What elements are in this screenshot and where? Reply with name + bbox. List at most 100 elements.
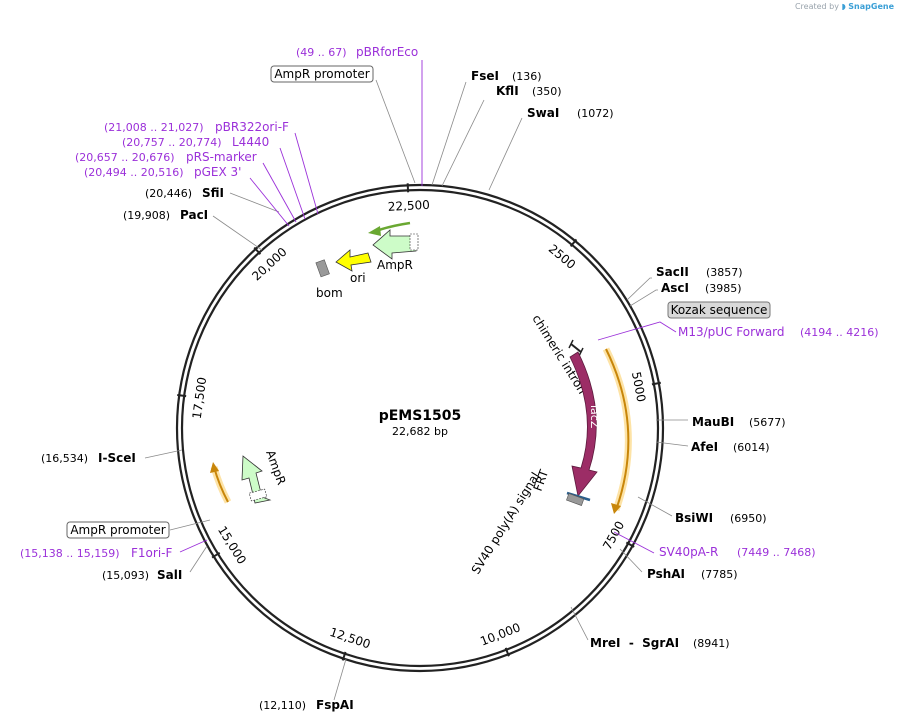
svg-text:M13/pUC Forward: M13/pUC Forward bbox=[678, 325, 785, 339]
tick-label: 10,000 bbox=[478, 620, 522, 648]
svg-text:(7449 .. 7468): (7449 .. 7468) bbox=[737, 546, 816, 559]
svg-text:(1072): (1072) bbox=[577, 107, 614, 120]
tick-mark bbox=[177, 393, 187, 398]
svg-text:pRS-marker: pRS-marker bbox=[186, 150, 257, 164]
svg-text:AfeI: AfeI bbox=[691, 440, 718, 454]
primer-label-prs-marker: (20,657 .. 20,676) pRS-marker bbox=[75, 150, 257, 164]
primer-label-f1ori-f: (15,138 .. 15,159) F1ori-F bbox=[20, 546, 172, 560]
feature-label-bom: bom bbox=[316, 286, 343, 300]
enzyme-label-fsei: FseI (136) bbox=[471, 69, 542, 83]
boxed-label-ampr-promoter-top: AmpR promoter bbox=[270, 65, 374, 83]
enzyme-label-mrei-sgrai: MreI - SgrAI (8941) bbox=[590, 636, 730, 650]
enzyme-label-sali: (15,093) SalI bbox=[102, 568, 182, 582]
svg-text:(16,534): (16,534) bbox=[41, 452, 88, 465]
svg-text:pGEX 3': pGEX 3' bbox=[194, 165, 241, 179]
tick-mark bbox=[211, 551, 221, 559]
svg-text:FspAI: FspAI bbox=[316, 698, 354, 712]
svg-text:(21,008 .. 21,027): (21,008 .. 21,027) bbox=[104, 121, 204, 134]
svg-text:(20,494 .. 20,516): (20,494 .. 20,516) bbox=[84, 166, 184, 179]
tick-label: 22,500 bbox=[387, 198, 430, 214]
svg-text:PshAI: PshAI bbox=[647, 567, 685, 581]
feature-label-sv40: SV40 poly(A) signal bbox=[469, 470, 543, 577]
tick-mark bbox=[504, 647, 510, 657]
boxed-label-kozak: Kozak sequence bbox=[667, 301, 771, 319]
plasmid-name: pEMS1505 bbox=[379, 408, 462, 424]
tick-mark bbox=[253, 246, 262, 255]
svg-text:(15,138 .. 15,159): (15,138 .. 15,159) bbox=[20, 547, 120, 560]
svg-text:SacII: SacII bbox=[656, 265, 689, 279]
svg-text:(5677): (5677) bbox=[749, 416, 786, 429]
enzyme-label-kfli: KflI (350) bbox=[496, 84, 562, 98]
svg-text:KflI: KflI bbox=[496, 84, 519, 98]
tick-mark bbox=[341, 651, 347, 661]
ori-arrow bbox=[335, 249, 372, 272]
bom-marker bbox=[315, 259, 330, 278]
svg-text:(4194 .. 4216): (4194 .. 4216) bbox=[800, 326, 879, 339]
feature-label-ampr-left: AmpR bbox=[263, 448, 288, 486]
tick-label: 7500 bbox=[600, 519, 627, 553]
svg-text:AscI: AscI bbox=[661, 281, 689, 295]
feature-label-lacz: lacZ bbox=[588, 405, 601, 429]
svg-text:Kozak sequence: Kozak sequence bbox=[671, 303, 768, 317]
snapgene-branding: Created by ◗ SnapGene bbox=[795, 2, 894, 11]
enzyme-label-afei: AfeI (6014) bbox=[691, 440, 770, 454]
primer-label-m13-puc-forward: M13/pUC Forward (4194 .. 4216) bbox=[678, 325, 879, 339]
ampr-left-arrow bbox=[241, 455, 272, 504]
tick-label: 15,000 bbox=[215, 524, 249, 567]
svg-text:AmpR promoter: AmpR promoter bbox=[70, 523, 165, 537]
svg-text:SfiI: SfiI bbox=[202, 186, 224, 200]
svg-text:PacI: PacI bbox=[180, 208, 208, 222]
orf-left bbox=[210, 462, 232, 504]
svg-text:(3985): (3985) bbox=[705, 282, 742, 295]
boxed-label-ampr-promoter-left: AmpR promoter bbox=[66, 521, 170, 539]
svg-text:SwaI: SwaI bbox=[527, 106, 559, 120]
svg-text:(20,446): (20,446) bbox=[145, 187, 192, 200]
svg-text:(6950): (6950) bbox=[730, 512, 767, 525]
svg-text:MauBI: MauBI bbox=[692, 415, 734, 429]
svg-text:(6014): (6014) bbox=[733, 441, 770, 454]
enzyme-label-asci: AscI (3985) bbox=[661, 281, 742, 295]
tick-label: 5000 bbox=[629, 371, 648, 404]
enzyme-label-bsiwi: BsiWI (6950) bbox=[675, 511, 767, 525]
svg-text:F1ori-F: F1ori-F bbox=[131, 546, 172, 560]
svg-text:AmpR promoter: AmpR promoter bbox=[274, 67, 369, 81]
svg-text:(350): (350) bbox=[532, 85, 562, 98]
enzyme-label-pshai: PshAI (7785) bbox=[647, 567, 738, 581]
branding-prefix: Created by bbox=[794, 2, 839, 11]
enzyme-label-swai: SwaI (1072) bbox=[527, 106, 614, 120]
branding-name: SnapGene bbox=[848, 2, 894, 11]
primer-label-pbr322ori-f: (21,008 .. 21,027) pBR322ori-F bbox=[104, 120, 289, 134]
tick-mark bbox=[569, 238, 578, 248]
plasmid-backbone bbox=[175, 183, 665, 673]
snapgene-logo-icon: ◗ bbox=[841, 2, 846, 11]
tick-label: 17,500 bbox=[190, 376, 210, 420]
svg-text:(49 .. 67): (49 .. 67) bbox=[296, 46, 347, 59]
enzyme-label-fspai: (12,110) FspAI bbox=[259, 698, 354, 712]
svg-text:(7785): (7785) bbox=[701, 568, 738, 581]
enzyme-leaders bbox=[144, 79, 689, 701]
svg-text:SV40pA-R: SV40pA-R bbox=[659, 545, 718, 559]
orf-right bbox=[602, 347, 632, 514]
svg-text:(20,657 .. 20,676): (20,657 .. 20,676) bbox=[75, 151, 175, 164]
sv40-marker bbox=[566, 493, 585, 506]
svg-text:BsiWI: BsiWI bbox=[675, 511, 713, 525]
svg-text:(3857): (3857) bbox=[706, 266, 743, 279]
svg-text:(19,908): (19,908) bbox=[123, 209, 170, 222]
primer-label-l4440: (20,757 .. 20,774) L4440 bbox=[122, 135, 269, 149]
svg-text:(15,093): (15,093) bbox=[102, 569, 149, 582]
enzyme-label-i-scei: (16,534) I-SceI bbox=[41, 451, 136, 465]
svg-text:(20,757 .. 20,774): (20,757 .. 20,774) bbox=[122, 136, 222, 149]
primer-label-pbrforeco: (49 .. 67) pBRforEco bbox=[296, 45, 418, 59]
ampr-top-arrow bbox=[372, 229, 419, 260]
enzyme-label-sfii: (20,446) SfiI bbox=[145, 186, 224, 200]
svg-text:pBRforEco: pBRforEco bbox=[356, 45, 418, 59]
tick-mark bbox=[625, 541, 635, 548]
svg-text:L4440: L4440 bbox=[232, 135, 269, 149]
svg-text:(8941): (8941) bbox=[693, 637, 730, 650]
ampr-thin-arrow bbox=[368, 221, 411, 236]
feature-label-ori: ori bbox=[350, 271, 366, 285]
enzyme-label-sacii: SacII (3857) bbox=[656, 265, 743, 279]
enzyme-label-maubi: MauBI (5677) bbox=[692, 415, 786, 429]
svg-text:(12,110): (12,110) bbox=[259, 699, 306, 712]
